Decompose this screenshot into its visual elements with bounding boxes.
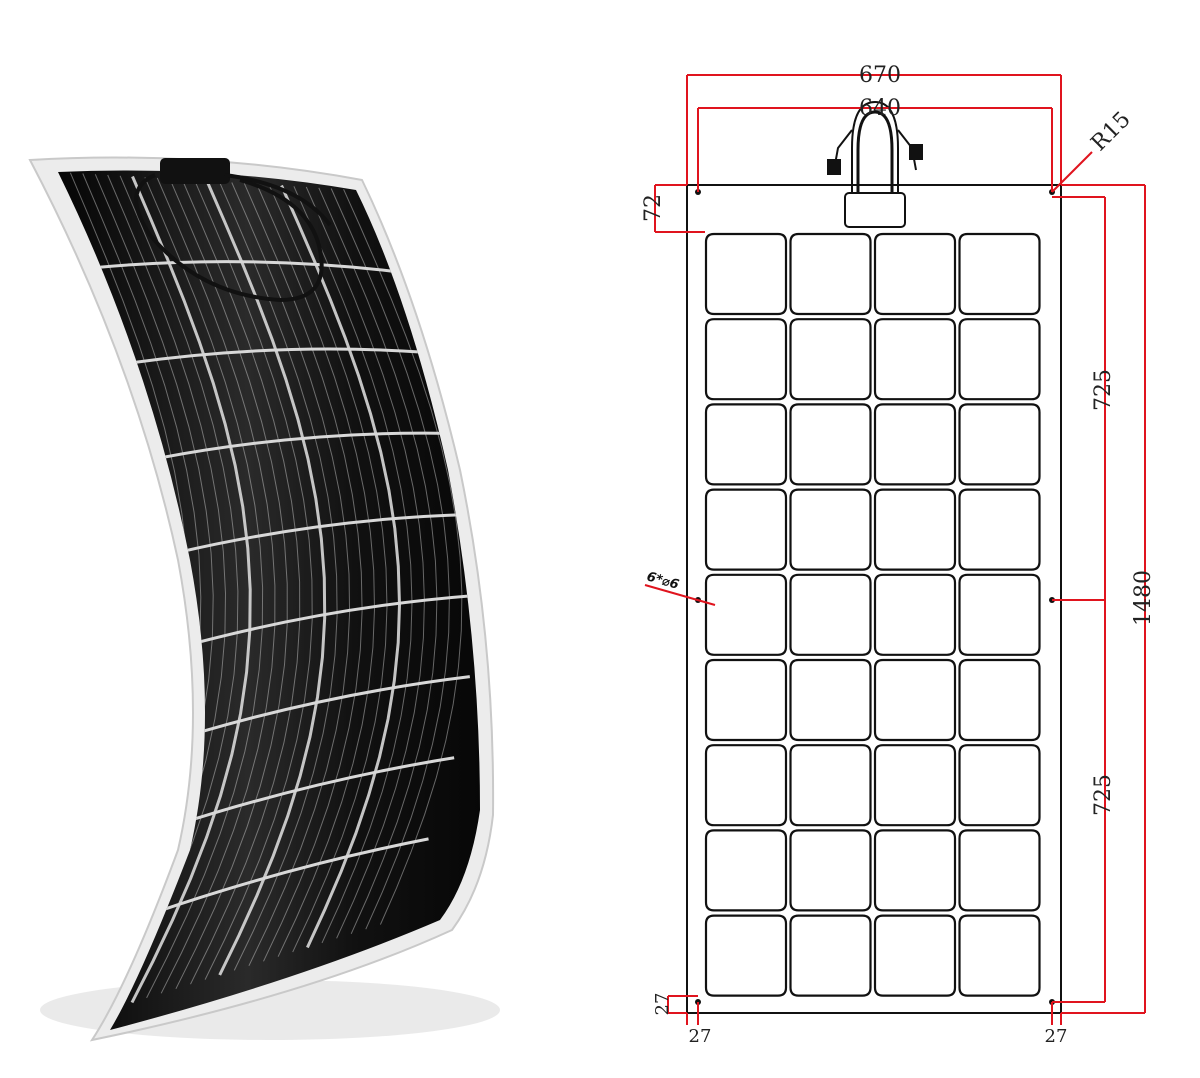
junction-box-drawing xyxy=(827,100,923,228)
solar-cell xyxy=(873,403,957,486)
photo-column-line xyxy=(205,180,327,976)
solar-panel-photo xyxy=(28,156,500,1042)
solar-cell xyxy=(958,232,1041,316)
solar-cell xyxy=(873,658,957,742)
photo-row-line xyxy=(97,260,392,273)
photo-row-line xyxy=(132,347,425,365)
photo-column-line xyxy=(330,188,450,930)
solar-cell xyxy=(873,914,957,997)
solar-cell xyxy=(704,658,788,742)
photo-column-line xyxy=(318,187,438,935)
photo-column-line xyxy=(343,189,463,925)
solar-cell xyxy=(873,318,957,401)
solar-cell xyxy=(873,232,957,316)
solar-cell xyxy=(704,914,788,997)
solar-cell xyxy=(958,829,1041,912)
solar-cell xyxy=(873,488,957,571)
photo-column-line xyxy=(144,177,264,999)
dim-hole-spacing-width: 640 xyxy=(859,96,901,121)
photo-column-line xyxy=(268,184,388,953)
solar-cell xyxy=(704,488,788,571)
photo-column-line xyxy=(169,178,288,990)
solar-cell xyxy=(789,488,872,571)
cell-grid xyxy=(704,232,1041,997)
photo-column-line xyxy=(243,183,363,962)
dim-lower-725: 725 xyxy=(1091,774,1116,816)
dimension-drawing: 670 640 R15 72 725 725 1480 27 27 27 6*⌀… xyxy=(641,63,1156,1047)
photo-column-line xyxy=(231,182,351,967)
dim-corner-radius: R15 xyxy=(1087,107,1136,156)
junction-box xyxy=(134,158,332,303)
solar-cell xyxy=(789,658,872,742)
photo-column-line xyxy=(305,186,425,939)
solar-cell xyxy=(873,744,957,827)
solar-cell xyxy=(789,829,872,912)
solar-cell xyxy=(789,744,872,827)
photo-column-line xyxy=(280,184,402,949)
photo-column-line xyxy=(256,183,376,957)
photo-row-line xyxy=(159,431,451,460)
solar-cell xyxy=(958,914,1041,997)
dim-overall-length: 1480 xyxy=(1131,570,1156,626)
photo-column-line xyxy=(194,180,313,980)
dim-overall-width: 670 xyxy=(859,63,901,88)
solar-cell xyxy=(958,318,1041,401)
dim-bottom-left: 27 xyxy=(689,1026,712,1047)
solar-cell xyxy=(789,318,872,401)
solar-cell xyxy=(958,488,1041,571)
photo-column-line xyxy=(293,186,413,944)
panel-cells-surface xyxy=(58,170,480,1030)
dim-top-offset: 72 xyxy=(641,194,666,222)
solar-cell xyxy=(958,573,1041,656)
solar-cell xyxy=(789,403,872,486)
dim-bottom-vertical: 27 xyxy=(652,993,673,1016)
photo-column-line xyxy=(130,175,252,1004)
solar-cell xyxy=(873,573,957,656)
solar-cell xyxy=(873,829,957,912)
solar-cell xyxy=(704,744,788,827)
solar-cell xyxy=(704,232,788,316)
solar-cell xyxy=(789,232,872,316)
photo-column-line xyxy=(218,181,338,971)
solar-cell xyxy=(958,744,1041,827)
solar-cell xyxy=(704,829,788,912)
dim-upper-725: 725 xyxy=(1091,369,1116,411)
solar-cell xyxy=(789,914,872,997)
solar-cell xyxy=(704,318,788,401)
solar-cell xyxy=(704,573,788,656)
photo-column-line xyxy=(156,177,276,994)
dimension-lines xyxy=(644,74,1146,1025)
solar-cell xyxy=(704,403,788,486)
dim-bottom-right: 27 xyxy=(1045,1026,1068,1047)
photo-column-line xyxy=(181,179,301,985)
solar-cell xyxy=(958,403,1041,486)
solar-cell xyxy=(789,573,872,656)
solar-cell xyxy=(958,658,1041,742)
